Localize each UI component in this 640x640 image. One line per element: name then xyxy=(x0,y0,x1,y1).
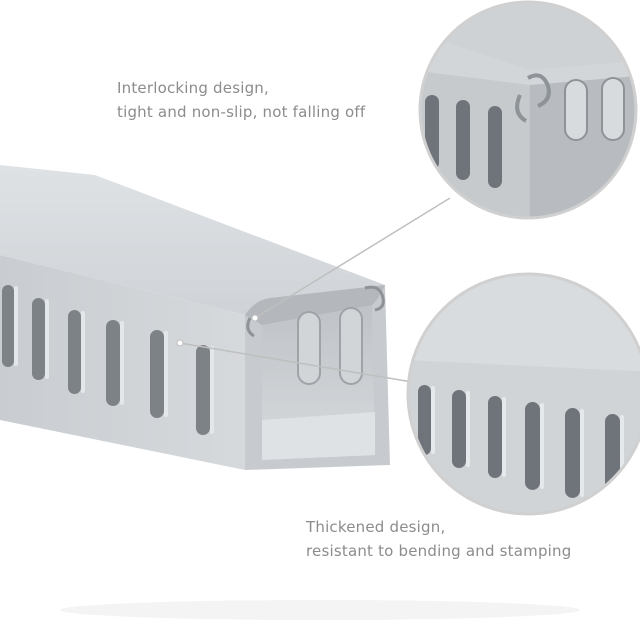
caption-interlocking-line1: Interlocking design, xyxy=(117,79,269,97)
duct-top-face xyxy=(0,165,385,315)
zoom-circle-thickened xyxy=(406,272,640,516)
caption-thickened-line1: Thickened design, xyxy=(306,518,446,536)
callout-dot-top xyxy=(251,314,259,322)
duct-lip-hook-left xyxy=(246,317,255,338)
callout-dot-bottom xyxy=(176,339,184,347)
duct-side-slots xyxy=(2,285,210,435)
caption-interlocking-line2: tight and non-slip, not falling off xyxy=(117,103,366,121)
duct-lip xyxy=(245,285,385,325)
duct-side-slot-highlights xyxy=(14,286,214,434)
callout-line-bottom xyxy=(179,342,413,383)
caption-thickened-line2: resistant to bending and stamping xyxy=(306,542,572,560)
wire-duct-main xyxy=(0,165,390,470)
zoom-circle-interlocking xyxy=(418,0,638,220)
floor-reflection xyxy=(60,600,580,620)
caption-thickened: Thickened design, resistant to bending a… xyxy=(306,515,571,563)
caption-interlocking: Interlocking design, tight and non-slip,… xyxy=(117,76,365,124)
duct-lip-hook xyxy=(364,285,385,312)
callout-line-top xyxy=(254,197,451,319)
duct-inner-floor xyxy=(262,412,375,460)
